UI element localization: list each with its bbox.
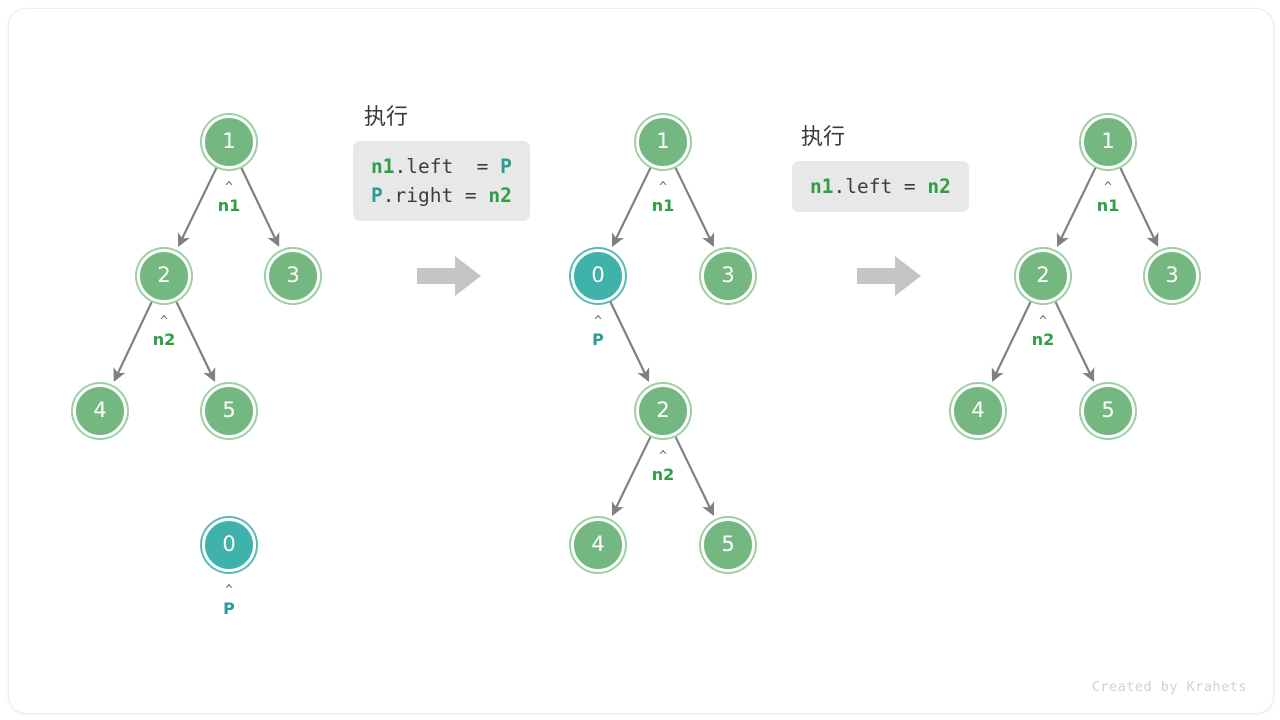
pointer-marker-n2: ^n2	[633, 449, 693, 484]
pointer-marker-n2: ^n2	[134, 314, 194, 349]
tree-node-value: 4	[971, 397, 985, 422]
caret-icon: ^	[225, 583, 233, 598]
tree-node-value: 0	[222, 531, 236, 556]
tree-node-0[interactable]: 0	[571, 249, 625, 303]
tree-node-value: 2	[656, 397, 670, 422]
pointer-marker-label: n1	[651, 196, 675, 215]
tree-node-value: 5	[222, 397, 236, 422]
stage-transition-arrow-icon	[415, 253, 483, 304]
tree-node-2[interactable]: 2	[137, 249, 191, 303]
pointer-marker-label: n2	[1031, 330, 1055, 349]
tree-node-5[interactable]: 5	[701, 518, 755, 572]
code-token: n2	[927, 175, 951, 198]
caret-icon: ^	[594, 314, 602, 329]
tree-node-value: 1	[1101, 128, 1115, 153]
code-token: P	[371, 184, 383, 207]
tree-node-value: 4	[591, 531, 605, 556]
pointer-marker-n1: ^n1	[199, 180, 259, 215]
tree-node-value: 5	[721, 531, 735, 556]
tree-node-1[interactable]: 1	[636, 115, 690, 169]
code-block: n1.left = n2	[792, 161, 969, 212]
tree-node-2[interactable]: 2	[636, 384, 690, 438]
watermark: Created by Krahets	[1091, 679, 1247, 695]
code-block: n1.left = P P.right = n2	[353, 141, 530, 221]
pointer-marker-p: ^P	[199, 583, 259, 618]
stage-transition-arrow-icon	[855, 253, 923, 304]
tree-node-5[interactable]: 5	[1081, 384, 1135, 438]
code-token: .right =	[382, 184, 489, 207]
pointer-marker-label: P	[223, 599, 235, 618]
tree-node-value: 5	[1101, 397, 1115, 422]
tree-node-1[interactable]: 1	[1081, 115, 1135, 169]
pointer-marker-label: n1	[217, 196, 241, 215]
tree-node-0[interactable]: 0	[202, 518, 256, 572]
pointer-marker-label: n1	[1096, 196, 1120, 215]
tree-node-value: 0	[591, 262, 605, 287]
tree-node-5[interactable]: 5	[202, 384, 256, 438]
tree-node-4[interactable]: 4	[951, 384, 1005, 438]
pointer-marker-p: ^P	[568, 314, 628, 349]
tree-node-value: 1	[656, 128, 670, 153]
code-token: P	[500, 155, 512, 178]
tree-node-value: 3	[721, 262, 735, 287]
tree-node-3[interactable]: 3	[266, 249, 320, 303]
tree-node-3[interactable]: 3	[701, 249, 755, 303]
tree-node-value: 2	[1036, 262, 1050, 287]
pointer-marker-n2: ^n2	[1013, 314, 1073, 349]
tree-node-4[interactable]: 4	[571, 518, 625, 572]
code-token: n1	[371, 155, 395, 178]
tree-node-value: 3	[286, 262, 300, 287]
tree-node-4[interactable]: 4	[73, 384, 127, 438]
caret-icon: ^	[1104, 180, 1112, 195]
pointer-marker-label: n2	[651, 465, 675, 484]
tree-node-1[interactable]: 1	[202, 115, 256, 169]
pointer-marker-n1: ^n1	[633, 180, 693, 215]
code-token: .left =	[394, 155, 501, 178]
tree-node-value: 1	[222, 128, 236, 153]
pointer-marker-label: n2	[152, 330, 176, 349]
tree-node-value: 4	[93, 397, 107, 422]
operation-heading: 执行	[801, 125, 846, 150]
code-token: .left =	[833, 175, 928, 198]
caret-icon: ^	[659, 449, 667, 464]
pointer-marker-n1: ^n1	[1078, 180, 1138, 215]
tree-node-value: 3	[1165, 262, 1179, 287]
code-token: n2	[488, 184, 512, 207]
caret-icon: ^	[160, 314, 168, 329]
operation-heading: 执行	[364, 105, 409, 130]
pointer-marker-label: P	[592, 330, 604, 349]
tree-node-2[interactable]: 2	[1016, 249, 1070, 303]
tree-node-value: 2	[157, 262, 171, 287]
caret-icon: ^	[1039, 314, 1047, 329]
caret-icon: ^	[659, 180, 667, 195]
caret-icon: ^	[225, 180, 233, 195]
tree-node-3[interactable]: 3	[1145, 249, 1199, 303]
code-token: n1	[810, 175, 834, 198]
